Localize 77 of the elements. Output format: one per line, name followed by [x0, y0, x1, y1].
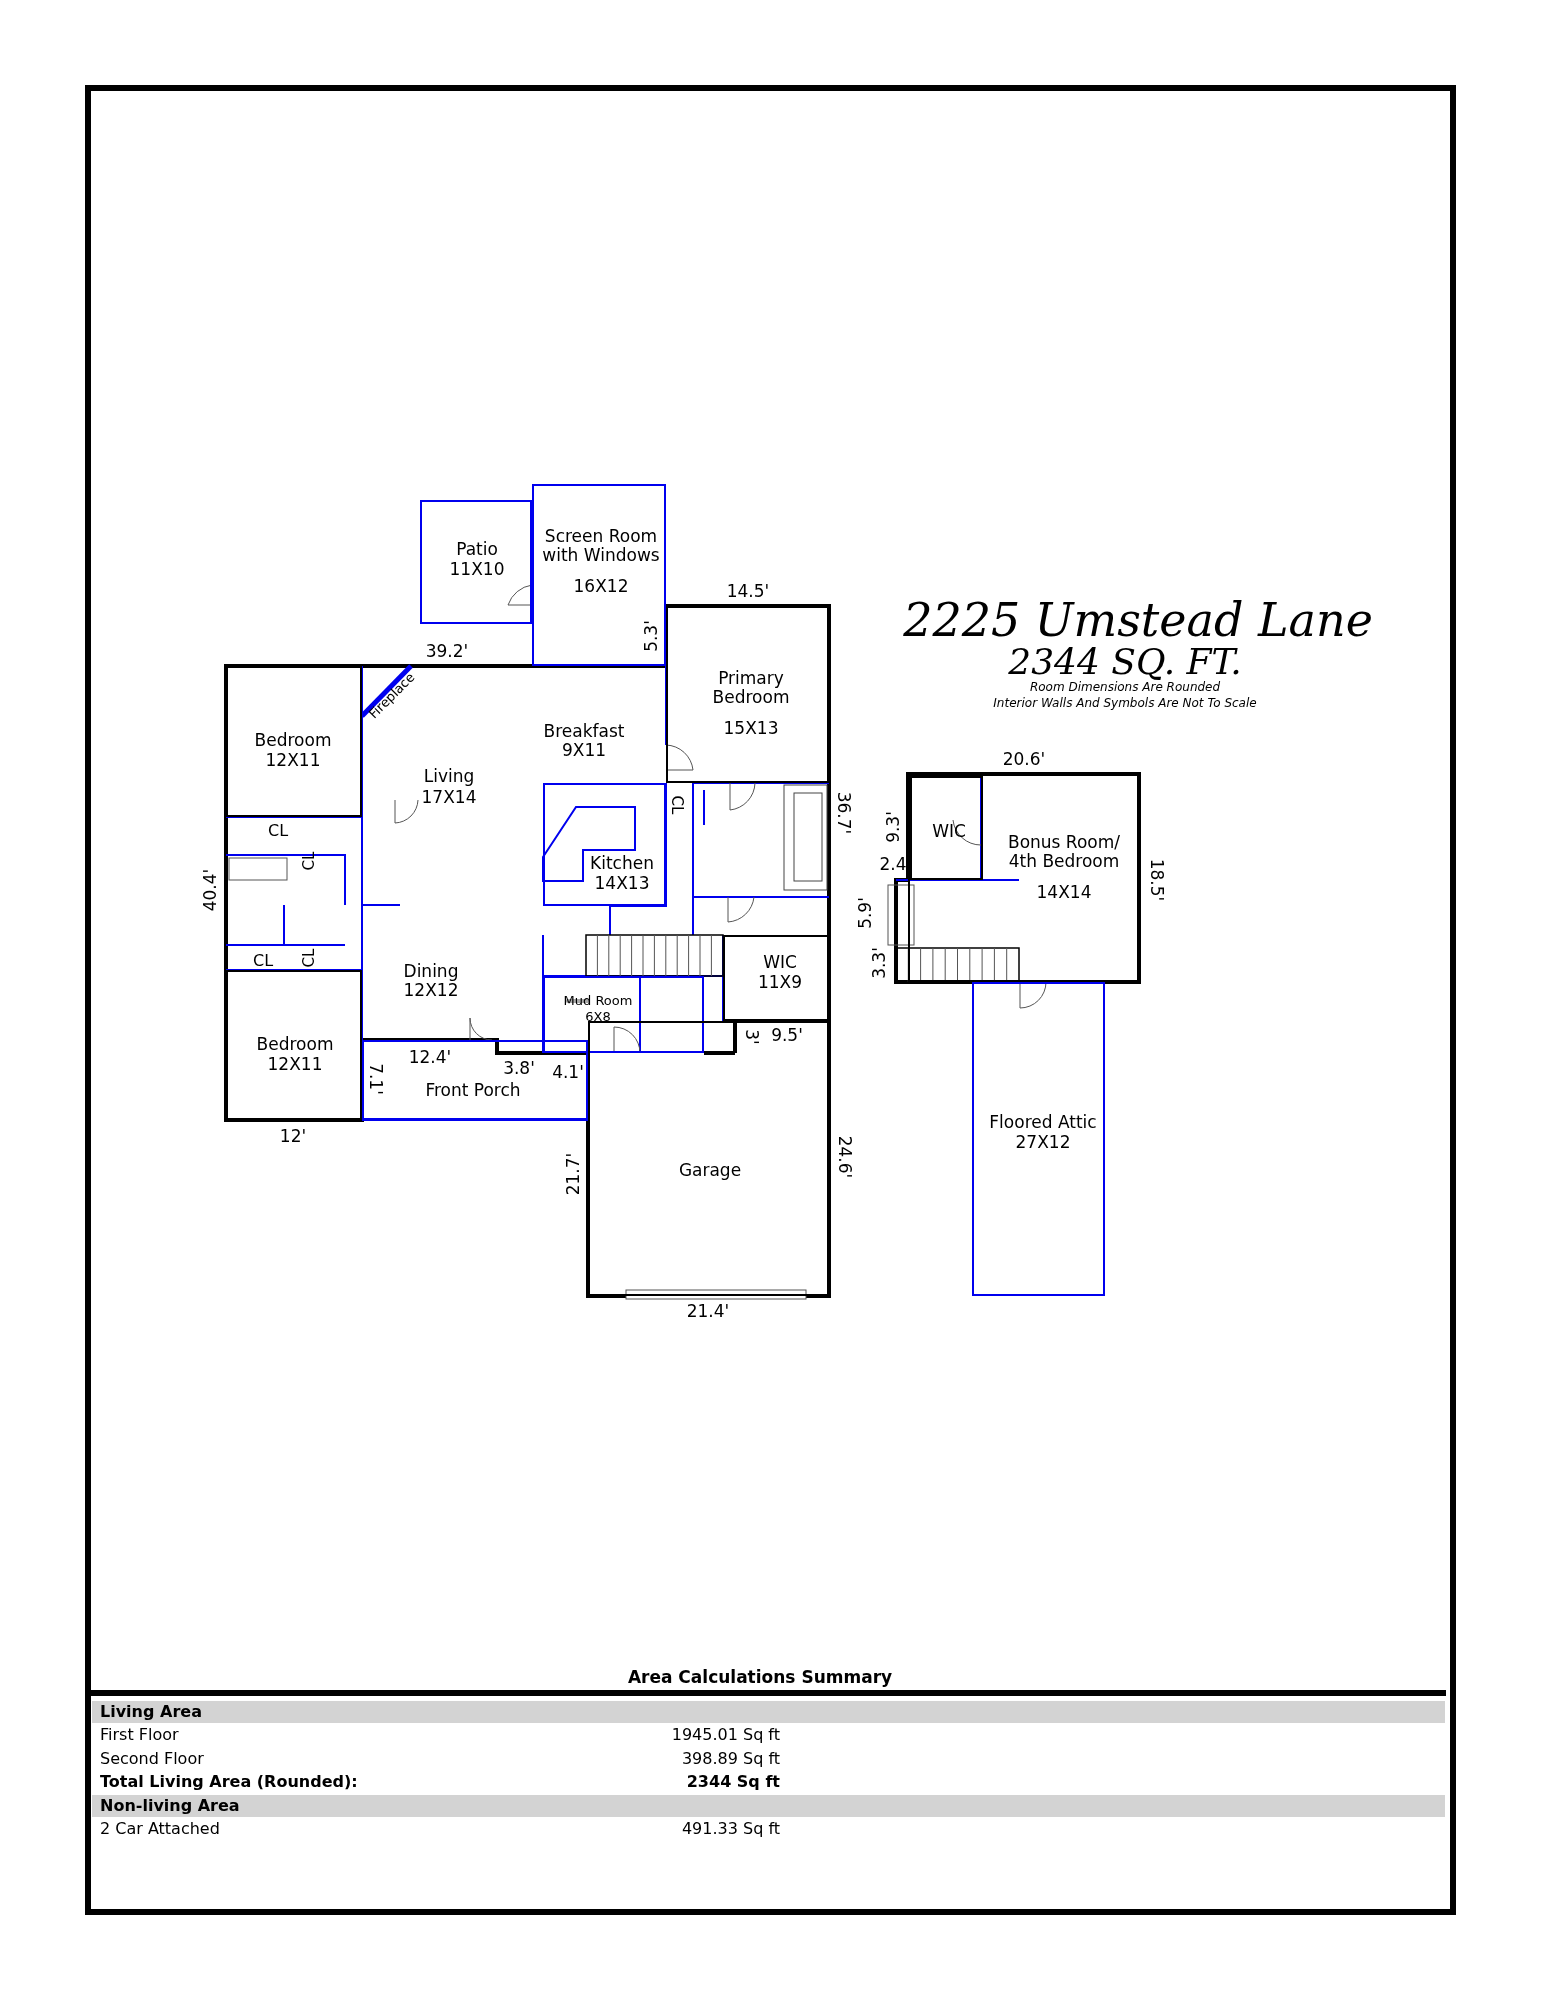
room-name: Breakfast	[543, 721, 625, 741]
area-value: 398.89 Sq ft	[681, 1749, 780, 1769]
room-size: 15X13	[722, 718, 780, 737]
room-size: 11X10	[449, 559, 505, 579]
dimension-label: 24.6'	[835, 1135, 855, 1179]
note-text: Interior Walls And Symbols Are Not To Scale	[993, 697, 1257, 711]
dimension-label: 12'	[279, 1126, 307, 1146]
room-size: 6X8	[585, 1009, 611, 1024]
room-name: Floored Attic	[989, 1112, 1097, 1132]
dimension-label: 14.5'	[726, 581, 770, 601]
dimension-label: 3.8'	[503, 1058, 535, 1078]
room-name: Mud Room	[563, 994, 633, 1009]
room-name: Living	[423, 766, 475, 786]
room-size: 14X14	[1035, 882, 1093, 901]
section-header: Non-living Area	[92, 1795, 1445, 1817]
row-label: Total Living Area (Rounded):	[100, 1772, 358, 1792]
row-label: First Floor	[100, 1725, 179, 1745]
room-outline	[543, 783, 666, 906]
table-title: Area Calculations Summary	[627, 1667, 893, 1687]
closet-label: CL	[252, 952, 274, 970]
room-outline	[226, 666, 362, 817]
section-header: Living Area	[92, 1701, 1445, 1723]
row-label: Second Floor	[100, 1749, 204, 1769]
room-name: Front Porch	[425, 1080, 521, 1100]
note-text: Room Dimensions Are Rounded	[1029, 681, 1221, 695]
room-outline	[723, 935, 829, 1021]
room-name: Bedroom	[254, 730, 332, 750]
closet-label: CL	[668, 795, 686, 815]
room-outline	[972, 982, 1105, 1296]
dimension-label: 9.5'	[771, 1025, 803, 1045]
room-name: WIC	[932, 821, 966, 841]
area-value: 491.33 Sq ft	[681, 1819, 780, 1839]
dimension-label: 21.4'	[686, 1301, 730, 1321]
room-name: Garage	[678, 1160, 742, 1180]
room-size: 27X12	[1015, 1132, 1071, 1152]
dimension-label: 7.1'	[366, 1063, 386, 1095]
room-size: 12X11	[265, 750, 321, 770]
room-name: Kitchen	[590, 853, 654, 873]
dimension-label: 36.7'	[834, 791, 854, 835]
room-outline	[362, 1040, 588, 1120]
dimension-label: 5.3'	[641, 620, 661, 652]
room-size: 12X11	[267, 1054, 323, 1074]
dimension-label: 21.7'	[563, 1152, 583, 1196]
room-size: 9X11	[561, 740, 607, 760]
room-name: Bedroom	[256, 1034, 334, 1054]
dimension-label: 9.3'	[883, 811, 903, 843]
area-value: 1945.01 Sq ft	[671, 1725, 780, 1745]
room-name: Screen Room with Windows	[541, 527, 661, 566]
room-size: 14X13	[594, 873, 650, 893]
room-name: Primary Bedroom	[711, 669, 791, 708]
dimension-label: 5.9'	[855, 897, 875, 929]
room-name: Patio	[456, 539, 498, 559]
room-outline	[543, 976, 704, 1053]
row-label: 2 Car Attached	[100, 1819, 220, 1839]
room-size: 16X12	[572, 576, 630, 595]
room-size: 11X9	[757, 972, 803, 992]
room-name: Dining	[403, 961, 459, 981]
room-size: 17X14	[421, 787, 477, 807]
room-outline	[532, 484, 666, 666]
room-outline	[420, 500, 532, 624]
closet-label: CL	[267, 822, 289, 840]
dimension-label: 40.4'	[200, 868, 220, 912]
closet-label: CL	[300, 851, 318, 871]
dimension-label: 3.3'	[869, 947, 889, 979]
dimension-label: 4.1'	[552, 1062, 584, 1082]
dimension-label: 12.4'	[408, 1047, 452, 1067]
room-name: WIC	[763, 952, 797, 972]
dimension-label: 20.6'	[1002, 749, 1046, 769]
dimension-label: 39.2'	[425, 641, 469, 661]
room-outline	[910, 776, 983, 880]
room-name: Bonus Room/ 4th Bedroom	[1007, 833, 1121, 872]
dimension-label: 18.5'	[1147, 858, 1167, 902]
closet-label: CL	[300, 948, 318, 968]
room-size: 12X12	[403, 980, 459, 1000]
dimension-label: 3'	[742, 1029, 762, 1045]
dimension-label: 2.4	[879, 854, 907, 874]
area-value: 2344 Sq ft	[686, 1772, 780, 1792]
